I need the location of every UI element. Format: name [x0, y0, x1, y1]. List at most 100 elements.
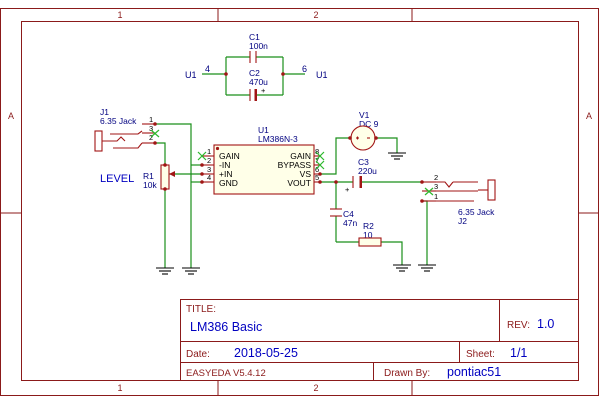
sheet-label: Sheet:: [466, 349, 495, 360]
net-label-right-u1: U1: [316, 70, 328, 80]
r2-resistor[interactable]: R2 10: [358, 221, 382, 247]
j2-pin-1-number: 1: [434, 192, 438, 201]
sheet-frame: 1 2 1 2 A A: [0, 8, 599, 396]
r1-designator: R1: [143, 171, 154, 181]
u1-pin-5-name: VOUT: [287, 178, 311, 188]
r1-level-label: LEVEL: [100, 173, 134, 185]
ground-v1-icon: [388, 152, 406, 160]
c2-polarity: +: [261, 86, 266, 95]
u1-pin-3-name: +IN: [219, 169, 232, 179]
net-label-right-pin: 6: [302, 64, 307, 74]
c3-polarity: +: [345, 185, 350, 194]
frame-col-label-2-top: 2: [313, 10, 318, 20]
j2-jack[interactable]: 2 3 1 6.35 Jack J2: [420, 173, 496, 226]
sheet-value: 1/1: [510, 346, 527, 360]
j1-sleeve-icon: [94, 130, 103, 152]
drawn-by-value: pontiac51: [447, 365, 501, 379]
r2-value: 10: [363, 230, 373, 240]
u1-pin1-no-connect-icon: [197, 151, 207, 161]
title-label: TITLE:: [186, 304, 216, 315]
j2-tip-contact-icon: [436, 181, 454, 188]
c2-plate-right: [254, 89, 257, 101]
u1-pin7-no-connect-icon: [315, 160, 325, 170]
rev-value: 1.0: [537, 317, 554, 331]
frame-row-label-a-left: A: [8, 111, 14, 121]
net-label-left-u1: U1: [185, 70, 197, 80]
ground-r1-icon: [156, 267, 174, 275]
u1-pin-6-name: VS: [300, 169, 312, 179]
frame-col-label-2-bottom: 2: [313, 383, 318, 393]
u1-lm386[interactable]: U1 LM386N-3 1 2 3 4 GAIN -IN +IN GND 8 7…: [197, 125, 325, 195]
u1-pin-1-name: GAIN: [219, 151, 240, 161]
frame-row-label-a-right: A: [586, 111, 592, 121]
u1-pin-6-number: 6: [315, 165, 319, 174]
u1-value: LM386N-3: [258, 134, 298, 144]
j1-ring-contact-icon: [110, 130, 143, 135]
ground-j2-icon: [418, 264, 436, 272]
v1-dc-source[interactable]: V1 DC 9: [348, 110, 379, 151]
drawn-by-label: Drawn By:: [384, 368, 430, 379]
u1-designator: U1: [258, 125, 269, 135]
j2-value: 6.35 Jack: [458, 207, 495, 217]
u1-pin-7-number: 7: [315, 156, 319, 165]
j2-no-connect-icon: [424, 187, 434, 196]
r1-potentiometer[interactable]: LEVEL R1 10k: [100, 163, 175, 191]
c1-value: 100n: [249, 41, 268, 51]
j1-jack[interactable]: J1 6.35 Jack 1 3 2: [94, 107, 160, 152]
c4-value: 47n: [343, 218, 357, 228]
j1-value: 6.35 Jack: [100, 116, 137, 126]
ground-r2-icon: [393, 264, 411, 272]
j1-pin-1-number: 1: [149, 115, 153, 124]
v1-designator: V1: [359, 110, 370, 120]
u1-pin-7-name: BYPASS: [278, 160, 312, 170]
j2-designator: J2: [458, 216, 467, 226]
r1-value: 10k: [143, 180, 157, 190]
r2-body: [358, 237, 382, 247]
u1-pin-5-number: 5: [315, 173, 319, 182]
u1-body: [213, 144, 315, 195]
net-label-left-pin: 4: [205, 64, 210, 74]
j1-switch-contact-icon: [113, 142, 143, 149]
u1-pin-8-number: 8: [315, 147, 319, 156]
c3-designator: C3: [358, 157, 369, 167]
u1-pin-2-name: -IN: [219, 160, 230, 170]
c2-value: 470u: [249, 77, 268, 87]
date-label: Date:: [186, 349, 210, 360]
frame-col-label-1-top: 1: [117, 10, 122, 20]
j1-no-connect-icon: [150, 129, 160, 138]
u1-pin-1-number: 1: [207, 147, 211, 156]
u1-pin-3-number: 3: [207, 165, 211, 174]
tool-version: EASYEDA V5.4.12: [186, 368, 266, 379]
c2-capacitor[interactable]: C2 470u +: [224, 68, 285, 101]
c4-capacitor[interactable]: C4 47n: [330, 208, 357, 228]
c4-designator: C4: [343, 209, 354, 219]
j2-pin-3-number: 3: [434, 182, 438, 191]
c1-capacitor[interactable]: C1 100n: [249, 32, 268, 63]
r1-wiper-arrow-icon: [169, 171, 175, 177]
wires: [155, 56, 428, 268]
r2-designator: R2: [363, 221, 374, 231]
u1-left-pins: [202, 155, 214, 183]
j1-designator: J1: [100, 107, 109, 117]
title-block: TITLE: LM386 Basic REV: 1.0 Date: 2018-0…: [180, 299, 579, 381]
u1-pin-8-name: GAIN: [290, 151, 311, 161]
c3-value: 220u: [358, 166, 377, 176]
r1-body: [160, 164, 170, 190]
title-value: LM386 Basic: [190, 320, 262, 334]
v1-body: [350, 125, 376, 151]
frame-col-label-1-bottom: 1: [117, 383, 122, 393]
v1-value: DC 9: [359, 119, 379, 129]
u1-pin1-marker-icon: [215, 146, 220, 151]
ground-u1-icon: [182, 267, 200, 275]
u1-pin8-no-connect-icon: [315, 151, 325, 161]
rev-label: REV:: [507, 320, 530, 331]
j1-tip-contact-icon: [102, 136, 126, 142]
net-labels: U1 4 6 U1: [185, 64, 328, 80]
c1-designator: C1: [249, 32, 260, 42]
c3-plate-right: [359, 176, 362, 188]
j1-pin-3-number: 3: [149, 124, 153, 133]
j1-pin-2-number: 2: [149, 133, 153, 142]
c3-capacitor[interactable]: C3 220u +: [334, 157, 377, 194]
u1-pin-4-name: GND: [219, 178, 238, 188]
